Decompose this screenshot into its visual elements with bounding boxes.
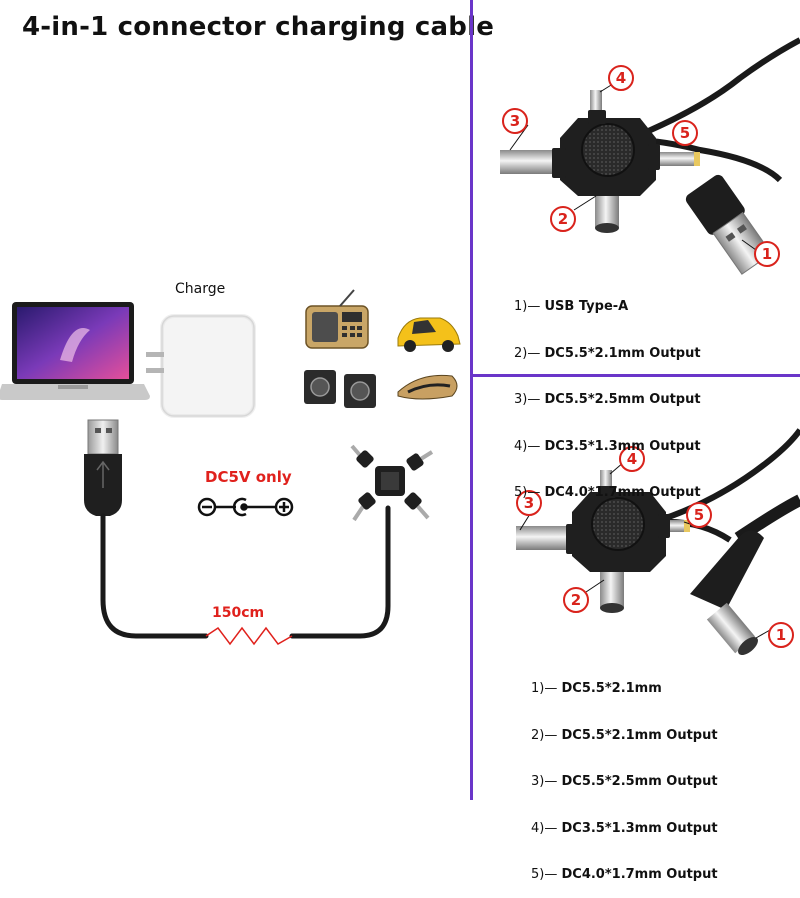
spec-item: 4)— DC3.5*1.3mm Output	[514, 438, 701, 454]
spec-list-bottom: 1)— DC5.5*2.1mm 2)— DC5.5*2.1mm Output 3…	[531, 650, 718, 898]
radio-icon	[305, 289, 369, 349]
left-illustration	[0, 289, 461, 646]
callout-5-top: 5	[672, 120, 698, 146]
callout-2-top: 2	[550, 206, 576, 232]
shaver-icon	[397, 374, 458, 400]
spec-item: 5)— DC4.0*1.7mm Output	[531, 867, 718, 882]
spec-item: 1)— DC5.5*2.1mm	[531, 681, 662, 696]
wall-charger-icon	[146, 314, 256, 418]
callout-1-top: 1	[754, 241, 780, 267]
callout-5-bottom: 5	[686, 502, 712, 528]
page-title: 4-in-1 connector charging cable	[22, 12, 495, 42]
cable-icon	[100, 505, 391, 639]
connector-hub-icon	[350, 444, 434, 522]
callout-3-bottom: 3	[516, 490, 542, 516]
callout-4-top: 4	[608, 65, 634, 91]
toy-car-icon	[397, 317, 461, 352]
spec-list-top: 1)— USB Type-A 2)— DC5.5*2.1mm Output 3)…	[514, 268, 701, 516]
vertical-divider	[470, 0, 473, 800]
horizontal-divider	[472, 374, 800, 377]
cable-length-label: 150cm	[212, 605, 265, 621]
callout-3-top: 3	[502, 108, 528, 134]
charge-label: Charge	[175, 281, 226, 297]
callout-2-bottom: 2	[563, 587, 589, 613]
polarity-symbol-icon	[197, 497, 294, 517]
laptop-icon	[0, 302, 150, 400]
spec-item: 1)— USB Type-A	[514, 299, 629, 314]
spec-item: 2)— DC5.5*2.1mm Output	[514, 345, 701, 361]
spec-item: 4)— DC3.5*1.3mm Output	[531, 820, 718, 836]
spec-item: 3)— DC5.5*2.5mm Output	[514, 392, 701, 407]
callout-1-bottom: 1	[768, 622, 794, 648]
voltage-label: DC5V only	[205, 468, 292, 486]
spec-item: 3)— DC5.5*2.5mm Output	[531, 774, 718, 789]
zigzag-break-icon	[205, 626, 293, 646]
spec-item: 5)— DC4.0*1.7mm Output	[514, 485, 701, 500]
speakers-icon	[304, 370, 376, 408]
spec-item: 2)— DC5.5*2.1mm Output	[531, 727, 718, 743]
callout-4-bottom: 4	[619, 446, 645, 472]
usb-a-plug-icon	[84, 419, 122, 516]
